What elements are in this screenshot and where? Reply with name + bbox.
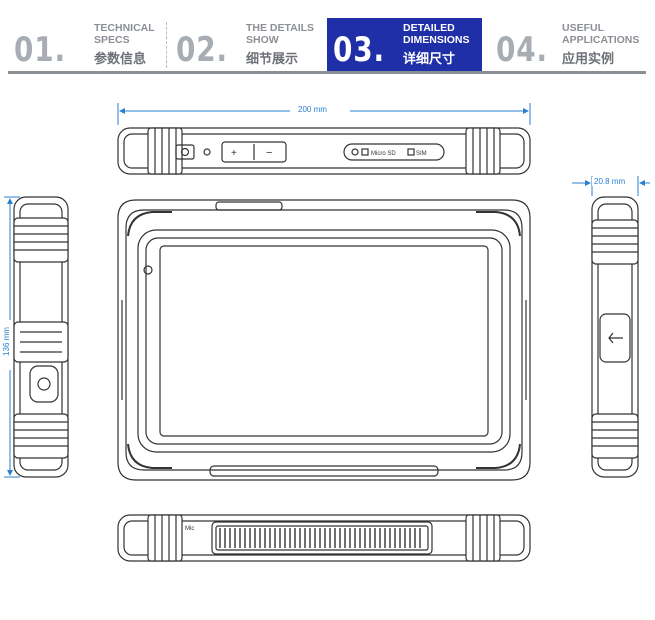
tab-english-title: TECHNICAL SPECS (94, 22, 155, 46)
tab-english-line2: DIMENSIONS (403, 34, 470, 46)
tab-english-title: USEFUL APPLICATIONS (562, 22, 639, 46)
width-dimension (117, 103, 531, 125)
micro-sd-label: Micro SD (371, 151, 396, 157)
tab-number: 02. (176, 30, 228, 70)
height-dimension-label: 136 mm (1, 325, 11, 358)
mic-label: Mic (185, 526, 194, 532)
dock-connector-pins (219, 528, 421, 548)
tab-english-title: DETAILED DIMENSIONS (403, 22, 470, 46)
depth-dimension-label: 20.8 mm (592, 177, 628, 186)
section-tab-bar: 01. TECHNICAL SPECS 参数信息 02. THE DETAILS… (0, 0, 655, 76)
tab-number: 03. (333, 30, 385, 70)
front-view (117, 199, 531, 481)
height-dimension (4, 196, 20, 478)
bottom-edge-view (117, 514, 531, 562)
tab-chinese-title: 细节展示 (246, 52, 299, 67)
tab-number: 04. (496, 30, 548, 70)
tab-baseline (8, 71, 646, 74)
left-side-view (13, 196, 69, 478)
tab-detailed-dimensions[interactable]: 03. DETAILED DIMENSIONS 详细尺寸 (327, 18, 482, 72)
tab-chinese-title: 应用实例 (562, 52, 615, 67)
tab-number: 01. (14, 30, 66, 70)
svg-text:+: + (231, 148, 237, 159)
tab-english-line1: THE DETAILS (246, 22, 315, 34)
sim-label: SIM (416, 151, 427, 157)
tab-divider (166, 22, 167, 68)
tab-english-line1: TECHNICAL (94, 22, 155, 34)
tab-english-line1: USEFUL (562, 22, 604, 34)
tab-english-line2: APPLICATIONS (562, 34, 640, 46)
tab-english-line2: SPECS (94, 34, 130, 46)
tab-english-title: THE DETAILS SHOW (246, 22, 314, 46)
svg-text:−: − (266, 147, 272, 159)
tab-chinese-title: 详细尺寸 (403, 52, 456, 67)
tab-details-show[interactable]: 02. THE DETAILS SHOW 细节展示 (170, 18, 320, 72)
right-side-view (591, 196, 639, 478)
top-edge-view: + − (117, 127, 531, 175)
width-dimension-label: 200 mm (296, 105, 329, 114)
tab-useful-applications[interactable]: 04. USEFUL APPLICATIONS 应用实例 (490, 18, 650, 72)
tab-technical-specs[interactable]: 01. TECHNICAL SPECS 参数信息 (8, 18, 158, 72)
tab-english-line1: DETAILED (403, 22, 455, 34)
tab-chinese-title: 参数信息 (94, 52, 147, 67)
tab-english-line2: SHOW (246, 34, 279, 46)
